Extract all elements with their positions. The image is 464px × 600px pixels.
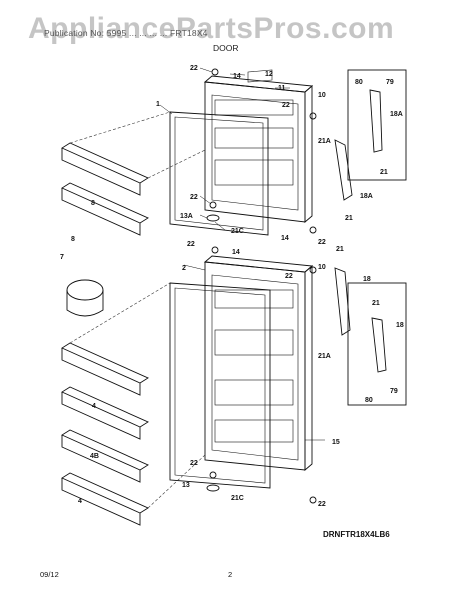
callout: 22	[318, 239, 326, 246]
callout: 21	[336, 246, 344, 253]
callout: 80	[365, 397, 373, 404]
callout: 11	[278, 85, 286, 92]
callout: 22	[285, 273, 293, 280]
callout: 22	[187, 241, 195, 248]
callout: 10	[318, 92, 326, 99]
callout: 13A	[180, 213, 193, 220]
callout: 14	[281, 235, 289, 242]
callout: 22	[318, 501, 326, 508]
callout: 14	[232, 249, 240, 256]
freezer-door-gasket	[169, 111, 269, 236]
publication-header: Publication No: 5995 ... ... ... ... FRT…	[44, 28, 208, 38]
callout: 4B	[90, 453, 99, 460]
callout: 21	[380, 169, 388, 176]
callout: 21	[372, 300, 380, 307]
callout: 79	[386, 79, 394, 86]
callout: 21C	[231, 228, 244, 235]
callout: 8	[71, 236, 75, 243]
callout: 1	[156, 101, 160, 108]
fresh-food-door-gasket	[169, 282, 271, 489]
callout: 18A	[360, 193, 373, 200]
freezer-door-shelves	[61, 111, 206, 236]
callout: 12	[265, 71, 273, 78]
callout: 21C	[231, 495, 244, 502]
fresh-food-door	[203, 255, 314, 471]
watermark: AppliancePartsPros.com	[28, 12, 395, 45]
callout: 22	[190, 460, 198, 467]
diagram-code: DRNFTR18X4LB6	[323, 530, 390, 539]
callout: 80	[355, 79, 363, 86]
callout: 15	[332, 439, 340, 446]
callout: 22	[190, 65, 198, 72]
callout: 7	[60, 254, 64, 261]
part-callouts: 22 14 12 11 22 10 1 80 79 18A 21 21A 18A…	[60, 65, 404, 508]
callout: 18	[396, 322, 404, 329]
footer-page-number: 2	[228, 570, 233, 579]
freezer-door	[203, 69, 314, 223]
callout: 79	[390, 388, 398, 395]
callout: 18	[363, 276, 371, 283]
callout: 2	[182, 265, 186, 272]
callout: 22	[282, 102, 290, 109]
fresh-food-door-shelves	[61, 282, 206, 526]
callout: 21	[345, 215, 353, 222]
callout: 10	[318, 264, 326, 271]
callout: 8	[91, 200, 95, 207]
callout: 18A	[390, 111, 403, 118]
callout: 4	[78, 498, 82, 505]
callout: 13	[182, 482, 190, 489]
dairy-container	[66, 279, 104, 317]
footer-date: 09/12	[40, 570, 59, 579]
freezer-handle	[334, 69, 407, 201]
callout: 22	[190, 194, 198, 201]
leader-lines	[159, 67, 325, 441]
fresh-food-handle	[334, 267, 407, 406]
callout: 4	[92, 403, 96, 410]
callout: 21A	[318, 138, 331, 145]
callout: 21A	[318, 353, 331, 360]
section-title: DOOR	[213, 43, 239, 53]
callout: 14	[233, 73, 241, 80]
